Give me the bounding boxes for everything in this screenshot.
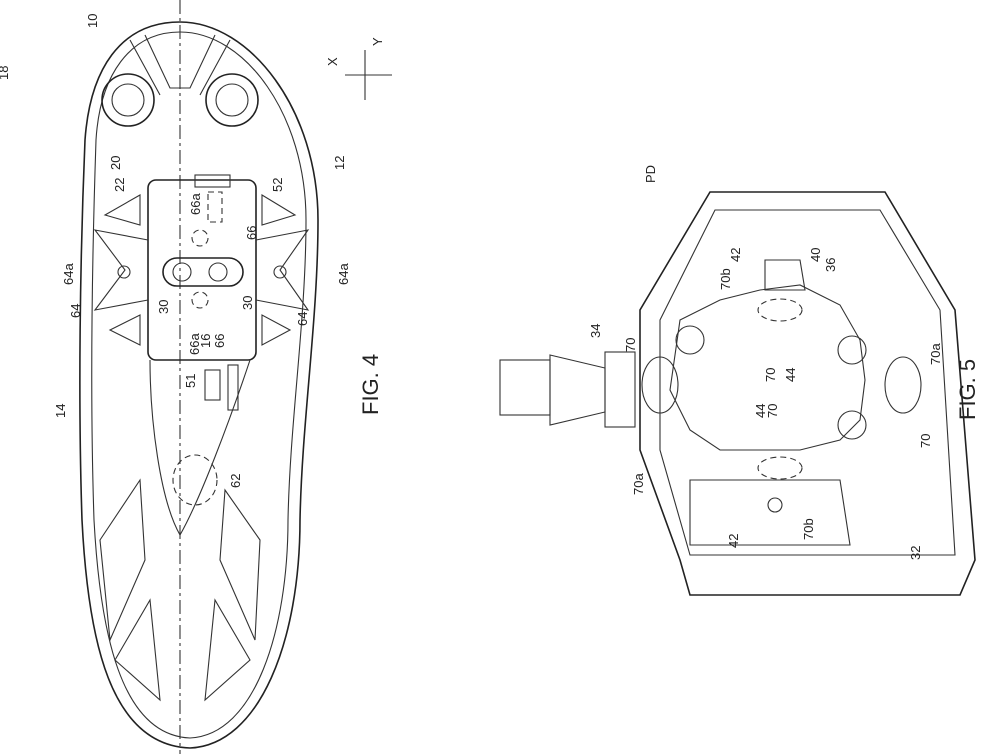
screw-bottom xyxy=(227,364,239,411)
ref-66-top: 66 xyxy=(244,226,259,240)
toe-tread xyxy=(129,34,231,96)
ref-70a-right: 70a xyxy=(928,343,943,365)
ref-64a-right: 64a xyxy=(336,263,351,285)
axis-indicator xyxy=(345,50,392,100)
ref-66-bottom: 66 xyxy=(212,334,227,348)
pad-70a-left xyxy=(641,356,679,414)
pedal-body-32 xyxy=(639,191,976,596)
binding-36 xyxy=(669,284,866,451)
ref-70-center-bottom: 70 xyxy=(765,404,780,418)
ref-42-top: 42 xyxy=(728,248,743,262)
claw-42-bottom xyxy=(689,479,851,546)
tread-triangles xyxy=(103,194,297,346)
sole-inner-outline xyxy=(91,31,307,739)
pedal-inner-frame xyxy=(659,209,956,556)
ref-70-right: 70 xyxy=(918,434,933,448)
hole-66-bottom xyxy=(191,291,209,309)
spindle-34 xyxy=(499,351,636,428)
ref-66a-top: 66a xyxy=(188,193,203,215)
ref-16: 16 xyxy=(198,334,213,348)
ref-20: 20 xyxy=(108,156,123,170)
ref-70b-bottom: 70b xyxy=(801,518,816,540)
ref-22: 22 xyxy=(112,178,127,192)
ref-18: 18 xyxy=(0,66,11,80)
toe-stud-right xyxy=(205,73,259,127)
screw-top xyxy=(194,174,231,188)
hole-62 xyxy=(172,454,218,506)
hole-66-top xyxy=(191,229,209,247)
axis-x-label: X xyxy=(325,57,340,66)
heel-tread xyxy=(99,478,261,702)
spring-64-left xyxy=(93,229,149,311)
pad-70a-right xyxy=(884,356,922,414)
ref-12: 12 xyxy=(332,156,347,170)
fig4-shoe-sole: 10 18 X Y 20 22 12 52 66a 66 64a 64a 64 … xyxy=(0,0,392,754)
claw-42-top xyxy=(764,259,806,291)
ref-42-bottom: 42 xyxy=(726,534,741,548)
ref-64-left: 64 xyxy=(68,304,83,318)
hole-64a-right xyxy=(273,265,287,279)
ref-PD: PD xyxy=(643,165,658,183)
ref-62: 62 xyxy=(228,474,243,488)
bolt-right-bottom xyxy=(837,410,867,440)
recess-70b-top xyxy=(757,298,803,322)
ref-70a-left: 70a xyxy=(631,473,646,495)
ref-64-right: 64 xyxy=(295,312,310,326)
hole-64a-left xyxy=(117,265,131,279)
ref-70b-top: 70b xyxy=(718,268,733,290)
bolt-30-right xyxy=(208,262,228,282)
fig5-pedal: PD 34 70 70a 42 70b 40 36 70 44 44 70 70… xyxy=(499,165,980,596)
ref-70-upper-left: 70 xyxy=(623,338,638,352)
bolt-right-top xyxy=(837,335,867,365)
ref-10: 10 xyxy=(85,14,100,28)
ref-51: 51 xyxy=(183,374,198,388)
bolt-30-left xyxy=(172,262,192,282)
adjuster-52 xyxy=(207,191,223,223)
ref-30-right: 30 xyxy=(240,296,255,310)
cleat-16 xyxy=(162,257,244,287)
ref-14: 14 xyxy=(53,404,68,418)
ref-44-center-bottom: 44 xyxy=(753,404,768,418)
axis-y-label: Y xyxy=(370,37,385,46)
ref-52: 52 xyxy=(270,178,285,192)
ref-32: 32 xyxy=(908,546,923,560)
ref-70-center-top: 70 xyxy=(763,368,778,382)
spring-64-right xyxy=(255,229,310,311)
bolt-lower xyxy=(767,497,783,513)
fig4-caption: FIG. 4 xyxy=(358,354,383,415)
ref-40: 40 xyxy=(808,248,823,262)
ref-30-left: 30 xyxy=(156,300,171,314)
adjuster-51 xyxy=(204,369,221,401)
midfoot-shape xyxy=(149,359,251,537)
cleat-plate-22 xyxy=(147,179,257,361)
shoe-outline xyxy=(79,21,319,749)
fig5-caption: FIG. 5 xyxy=(955,359,980,420)
recess-70b-bottom xyxy=(757,456,803,480)
ref-36: 36 xyxy=(823,258,838,272)
bolt-upper xyxy=(675,325,705,355)
toe-stud-left xyxy=(101,73,155,127)
ref-34: 34 xyxy=(588,324,603,338)
ref-66a-bottom: 66a xyxy=(187,333,202,355)
ref-44-center-top: 44 xyxy=(783,368,798,382)
ref-64a-left: 64a xyxy=(61,263,76,285)
